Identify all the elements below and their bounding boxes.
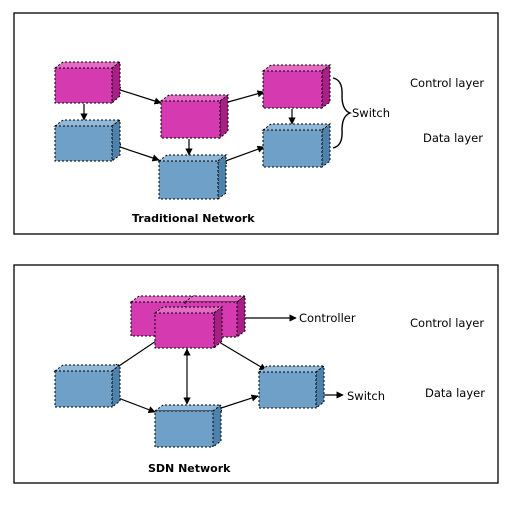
link-controller-right <box>213 338 267 371</box>
link-center-right <box>214 394 259 412</box>
cube-controller-front <box>153 306 224 350</box>
traditional-data-layer-label: Data layer <box>423 131 483 145</box>
sdn-control-layer-label: Control layer <box>410 316 484 330</box>
sdn-caption: SDN Network <box>148 462 231 475</box>
traditional-switch-label: Switch <box>352 106 390 120</box>
cube-sdn-data-center <box>153 404 223 448</box>
cube-data-right <box>261 123 332 168</box>
traditional-control-layer-label: Control layer <box>410 76 484 90</box>
cube-control-center <box>159 94 230 140</box>
traditional-caption: Traditional Network <box>132 212 255 225</box>
sdn-panel <box>13 264 499 484</box>
cube-control-right <box>261 64 332 109</box>
cube-data-left <box>53 119 122 162</box>
sdn-data-layer-label: Data layer <box>425 386 485 400</box>
sdn-controller-label: Controller <box>299 311 356 325</box>
switch-brace <box>332 77 352 149</box>
traditional-panel <box>13 12 499 235</box>
cube-data-center <box>157 154 228 200</box>
cube-control-left <box>53 61 122 105</box>
sdn-switch-label: Switch <box>347 389 385 403</box>
cube-sdn-data-right <box>257 365 326 409</box>
link-controller-left <box>112 336 163 371</box>
link-ctrl-left-center <box>113 86 162 105</box>
cube-sdn-data-left <box>53 364 122 408</box>
link-data-left-center <box>113 143 160 162</box>
link-data-center-right <box>219 145 265 165</box>
